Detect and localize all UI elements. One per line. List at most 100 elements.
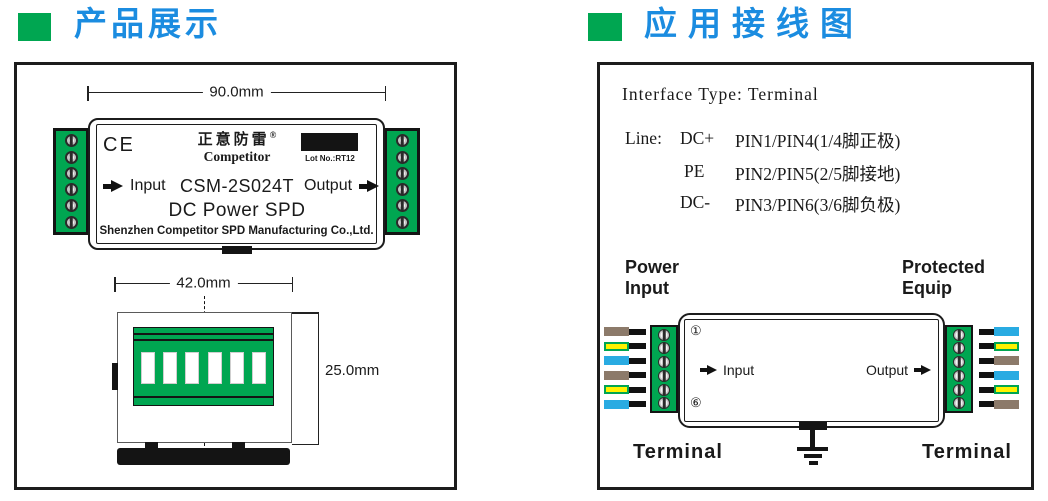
screw-icon <box>64 150 78 164</box>
wire-slot <box>229 352 244 384</box>
terminal-ridge-line <box>134 339 273 341</box>
left-terminal-block <box>53 128 89 235</box>
wire-slot <box>141 352 155 384</box>
wire-color-segment <box>994 327 1019 336</box>
wire-slot <box>207 352 222 384</box>
height-dimension-line <box>292 312 319 445</box>
brand-english: Competitor <box>203 149 271 164</box>
screw-icon <box>953 356 965 369</box>
screw-icon <box>395 166 409 180</box>
right-arrow-icon <box>914 364 932 376</box>
blue-wire <box>975 370 1019 380</box>
lot-barcode-block <box>301 133 358 151</box>
blue-wire <box>604 399 650 409</box>
signal-dc-minus: DC- <box>680 192 711 212</box>
bottom-width-dimension-line: 42.0mm <box>114 274 293 292</box>
screw-icon <box>953 397 965 410</box>
screw-icon <box>953 369 965 382</box>
screw-icon <box>395 183 409 197</box>
terminal-ridge-line <box>134 396 273 398</box>
screw-icon <box>658 328 670 341</box>
wire-color-segment <box>604 385 629 395</box>
yellowgreen-wire <box>975 341 1019 351</box>
left-section-title: 产品展示 <box>74 7 222 43</box>
brown-wire <box>604 327 650 336</box>
line-prefix: Line: <box>625 128 662 148</box>
screw-icon <box>395 199 409 213</box>
screw-icon <box>658 383 670 396</box>
wire-color-segment <box>994 385 1019 395</box>
terminal-block-end-view <box>133 327 274 406</box>
right-terminal-block <box>384 128 420 235</box>
screw-icon <box>658 369 670 382</box>
pins-dc-minus: PIN3/PIN6(3/6脚负极) <box>735 195 901 215</box>
input-wires <box>604 327 650 409</box>
yellowgreen-wire <box>604 385 650 395</box>
blue-wire <box>604 356 650 366</box>
din-rail-base <box>117 448 290 465</box>
company-name: Shenzhen Competitor SPD Manufacturing Co… <box>99 225 374 237</box>
screw-icon <box>953 328 965 341</box>
mount-foot <box>145 442 158 449</box>
screw-icon <box>658 397 670 410</box>
wire-stub-segment <box>979 343 994 350</box>
lot-number-label: Lot No.:RT12 <box>305 154 355 163</box>
brown-wire <box>604 370 650 380</box>
terminal-label-left: Terminal <box>633 441 723 463</box>
wire-entry-slots <box>141 352 266 384</box>
screw-icon <box>64 199 78 213</box>
yellowgreen-wire <box>604 341 650 351</box>
wire-stub-segment <box>979 372 994 379</box>
blue-wire <box>975 327 1019 336</box>
screw-icon <box>953 342 965 355</box>
ce-mark: CE <box>103 134 135 156</box>
screw-icon <box>395 215 409 229</box>
product-display-panel: 90.0mm CE 正意防雷® Competitor Lot No.:RT12 … <box>14 62 457 490</box>
signal-pe: PE <box>684 161 705 181</box>
protected-equip-label: Protected Equip <box>902 257 986 298</box>
wire-slot <box>163 352 178 384</box>
wire-color-segment <box>604 399 629 409</box>
screw-icon <box>395 150 409 164</box>
screw-icon <box>64 134 78 148</box>
wire-stub-segment <box>979 357 994 364</box>
terminal-ridge-line <box>134 333 273 335</box>
registered-mark: ® <box>269 130 277 140</box>
right-arrow-icon <box>700 364 717 376</box>
screw-icon <box>658 342 670 355</box>
screw-icon <box>395 134 409 148</box>
device-input-label: Input <box>700 362 754 378</box>
wire-color-segment <box>604 327 629 336</box>
brown-wire <box>975 356 1019 366</box>
wire-stub-segment <box>979 386 994 393</box>
wire-stub-segment <box>629 401 646 408</box>
screw-icon <box>64 166 78 180</box>
brown-wire <box>975 399 1019 409</box>
brand-logo: 正意防雷® Competitor <box>167 128 307 165</box>
right-arrow-icon <box>103 179 123 193</box>
screw-icon <box>64 183 78 197</box>
screw-icon <box>658 356 670 369</box>
screw-icon <box>64 215 78 229</box>
wire-stub-segment <box>629 343 646 350</box>
bottom-width-dimension-label: 42.0mm <box>169 274 238 292</box>
spd-device-body <box>678 313 945 428</box>
model-number: CSM-2S024T <box>179 176 295 196</box>
wire-stub-segment <box>629 328 646 335</box>
left-terminal-block <box>650 325 678 413</box>
wire-slot <box>185 352 200 384</box>
wire-stub-segment <box>629 372 646 379</box>
wire-stub-segment <box>629 357 646 364</box>
section-bullet-icon <box>588 13 622 41</box>
wire-stub-segment <box>979 401 994 408</box>
screw-icon <box>953 383 965 396</box>
device-output-label: Output <box>866 362 932 378</box>
brand-chinese: 正意防雷 <box>197 132 270 148</box>
power-input-label: Power Input <box>625 257 680 298</box>
wire-color-segment <box>604 370 629 380</box>
output-wires <box>975 327 1019 409</box>
wire-color-segment <box>994 356 1019 366</box>
wire-color-segment <box>994 370 1019 380</box>
wire-color-segment <box>994 399 1019 409</box>
